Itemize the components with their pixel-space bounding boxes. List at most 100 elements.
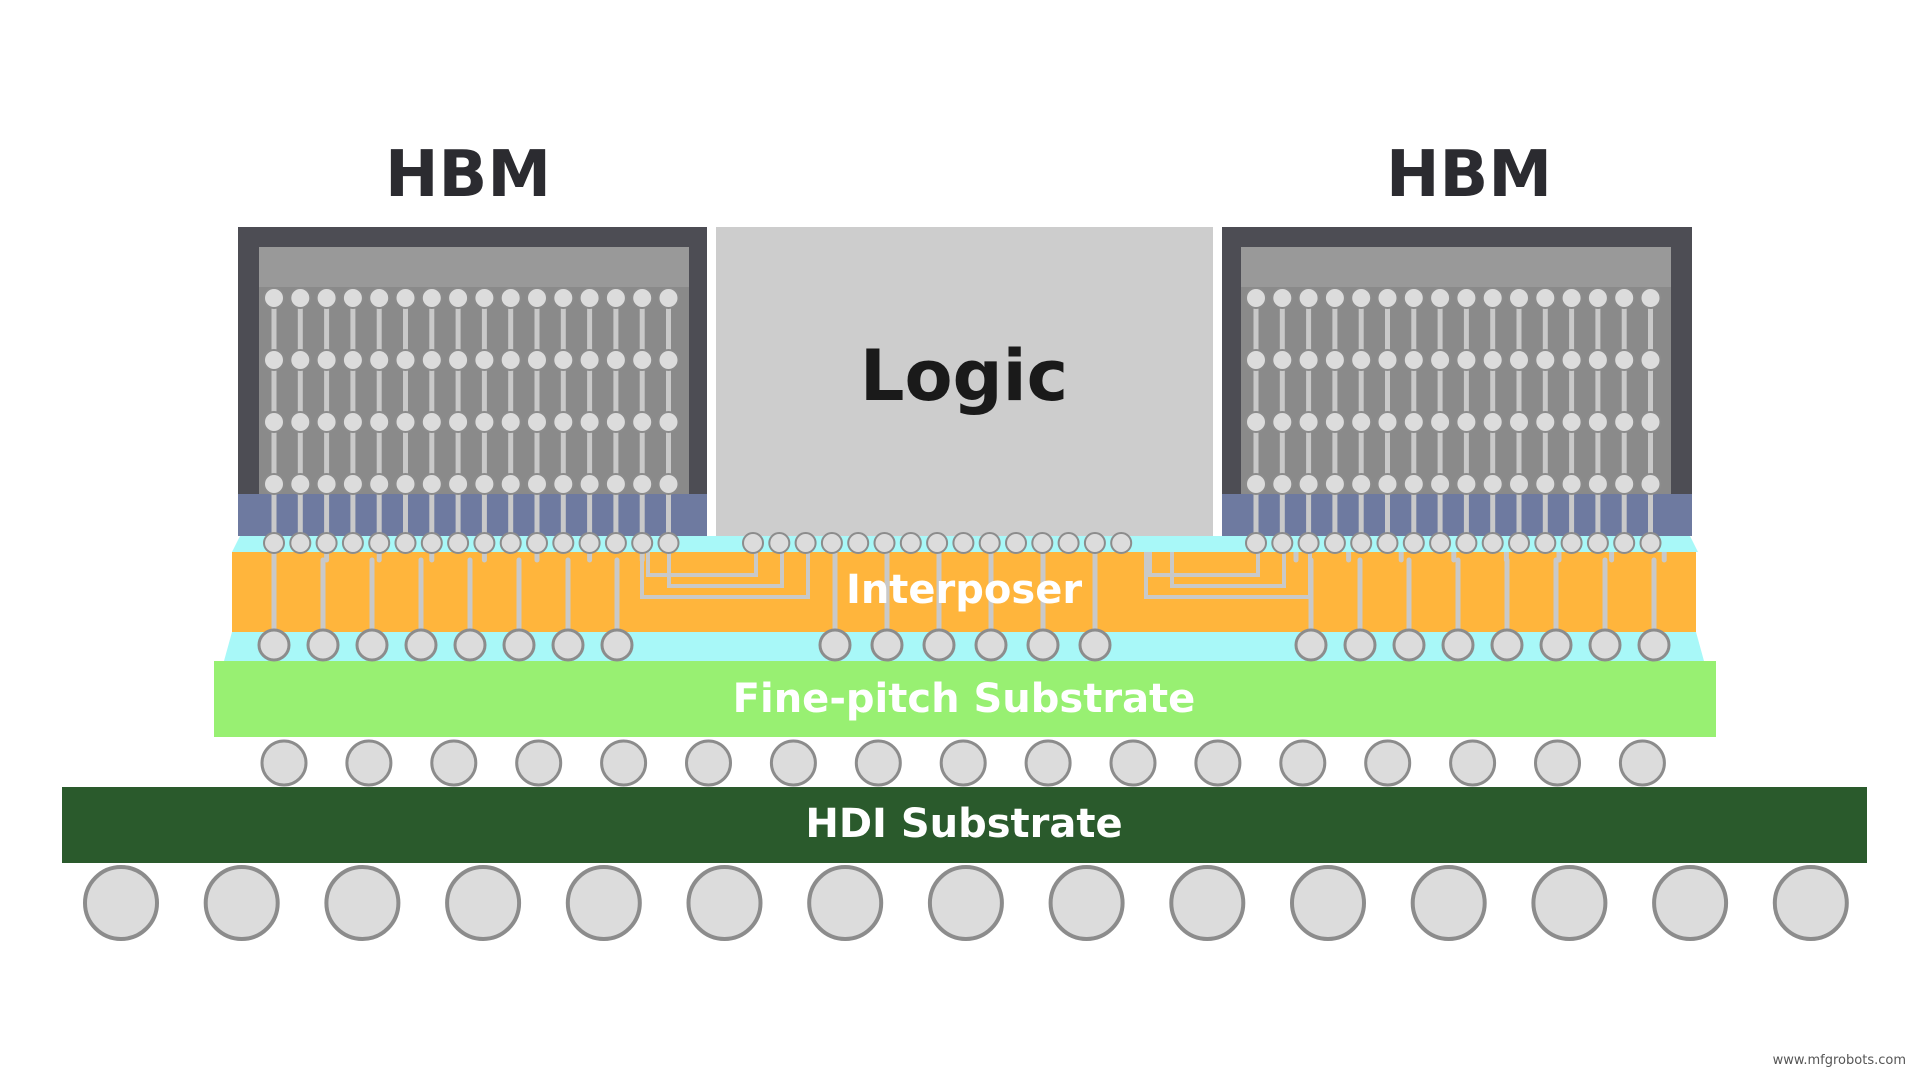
logic-micro-bump — [742, 532, 764, 554]
hbm-micro-bump — [1245, 532, 1267, 554]
tsv-bump — [1350, 287, 1373, 309]
logic-micro-bump — [1005, 532, 1027, 554]
tsv-bump — [420, 473, 443, 495]
tsv-bump — [263, 473, 285, 495]
tsv-bump — [1323, 349, 1346, 371]
tsv-bump — [473, 287, 496, 309]
tsv-bump — [1429, 349, 1452, 371]
hdi-solder-ball — [1410, 865, 1487, 941]
tsv-bump — [1350, 473, 1373, 495]
tsv-bump — [1560, 473, 1583, 495]
redistribution-trace — [1144, 548, 1312, 599]
hbm-micro-bump — [1402, 532, 1425, 554]
tsv-bump — [394, 287, 417, 309]
interposer-bottom-bump — [1343, 628, 1377, 662]
tsv-bump — [578, 349, 601, 371]
c4-bump — [1109, 739, 1157, 787]
hbm-micro-bump — [420, 532, 443, 554]
c4-bump — [939, 739, 987, 787]
hbm-left-tsv-columns — [263, 287, 680, 554]
tsv-bump — [1534, 473, 1557, 495]
tsv-bump — [552, 349, 575, 371]
tsv-bump — [1639, 287, 1662, 309]
interposer-bottom-bumps — [257, 628, 1671, 662]
tsv-bump — [368, 349, 391, 371]
tsv-bump — [315, 411, 338, 433]
tsv-bump — [341, 287, 364, 309]
logic-micro-bump — [926, 532, 949, 554]
hdi-solder-ball — [203, 865, 280, 941]
tsv-bump — [1508, 473, 1530, 495]
interposer — [232, 552, 1696, 632]
hbm-micro-bump — [341, 532, 364, 554]
c4-bump — [854, 739, 902, 787]
interposer-bottom-bump — [355, 628, 389, 662]
c4-bump — [1024, 739, 1072, 787]
hdi-solder-ball — [1652, 865, 1729, 941]
tsv-bump — [263, 287, 285, 309]
hbm-micro-bump — [1455, 532, 1478, 554]
tsv-bump — [1639, 473, 1662, 495]
tsv-bump — [1245, 411, 1267, 433]
redistribution-trace — [1148, 548, 1260, 577]
logic-micro-bump — [820, 532, 843, 554]
interposer-bottom-bump — [1294, 628, 1328, 662]
logic-micro-bump — [899, 532, 922, 554]
logic-micro-bump — [1031, 532, 1054, 554]
tsv-bump — [1560, 349, 1583, 371]
tsv-bump — [473, 411, 496, 433]
tsv-bump — [526, 349, 548, 371]
interposer-bottom-bump — [1026, 628, 1060, 662]
interposer-bottom-bump — [1539, 628, 1573, 662]
tsv-bump — [1481, 473, 1504, 495]
interposer-bottom-bump — [1637, 628, 1671, 662]
tsv-bump — [1586, 411, 1609, 433]
tsv-bump — [552, 473, 575, 495]
fine-pitch-substrate-label: Fine-pitch Substrate — [733, 676, 1196, 722]
interposer-bottom-bump — [600, 628, 634, 662]
hbm-left-base-die — [238, 494, 707, 536]
tsv-bump — [604, 287, 627, 309]
tsv-bump — [1429, 287, 1452, 309]
tsv-bump — [289, 411, 312, 433]
interposer-bottom-bump — [974, 628, 1008, 662]
tsv-bump — [1376, 473, 1399, 495]
tsv-bump — [1586, 349, 1609, 371]
hdi-substrate-label: HDI Substrate — [805, 801, 1122, 847]
interposer-bottom-bump — [404, 628, 438, 662]
tsv-bump — [1297, 287, 1320, 309]
tsv-bump — [289, 287, 312, 309]
hbm-micro-bump — [368, 532, 391, 554]
logic-micro-bump — [978, 532, 1001, 554]
interposer-bottom-bump — [502, 628, 536, 662]
hdi-substrate — [62, 787, 1867, 863]
tsv-bump — [1429, 473, 1452, 495]
interposer-bottom-bump — [1588, 628, 1622, 662]
tsv-bump — [578, 287, 601, 309]
hdi-solder-balls — [83, 865, 1849, 941]
hbm-micro-bump — [1481, 532, 1504, 554]
logic-micro-bump — [1057, 532, 1080, 554]
logic-micro-bump — [1083, 532, 1106, 554]
tsv-bump — [1323, 473, 1346, 495]
c4-bump — [1194, 739, 1242, 787]
tsv-bump — [420, 287, 443, 309]
tsv-bump — [1245, 473, 1267, 495]
hbm-micro-bump — [473, 532, 496, 554]
tsv-bump — [341, 411, 364, 433]
tsv-bump — [1481, 349, 1504, 371]
tsv-bump — [1639, 411, 1662, 433]
tsv-bump — [1323, 287, 1346, 309]
c4-bump — [1279, 739, 1327, 787]
tsv-bump — [499, 287, 522, 309]
hbm-left-label: HBM — [385, 138, 551, 212]
hdi-solder-ball — [686, 865, 763, 941]
tsv-bump — [1271, 349, 1294, 371]
logic-micro-bump — [847, 532, 870, 554]
tsv-bump — [1376, 349, 1399, 371]
tsv-bump — [315, 287, 338, 309]
tsv-bump — [315, 473, 338, 495]
hbm-micro-bump — [447, 532, 470, 554]
tsv-bump — [1481, 287, 1504, 309]
tsv-bump — [1402, 349, 1425, 371]
